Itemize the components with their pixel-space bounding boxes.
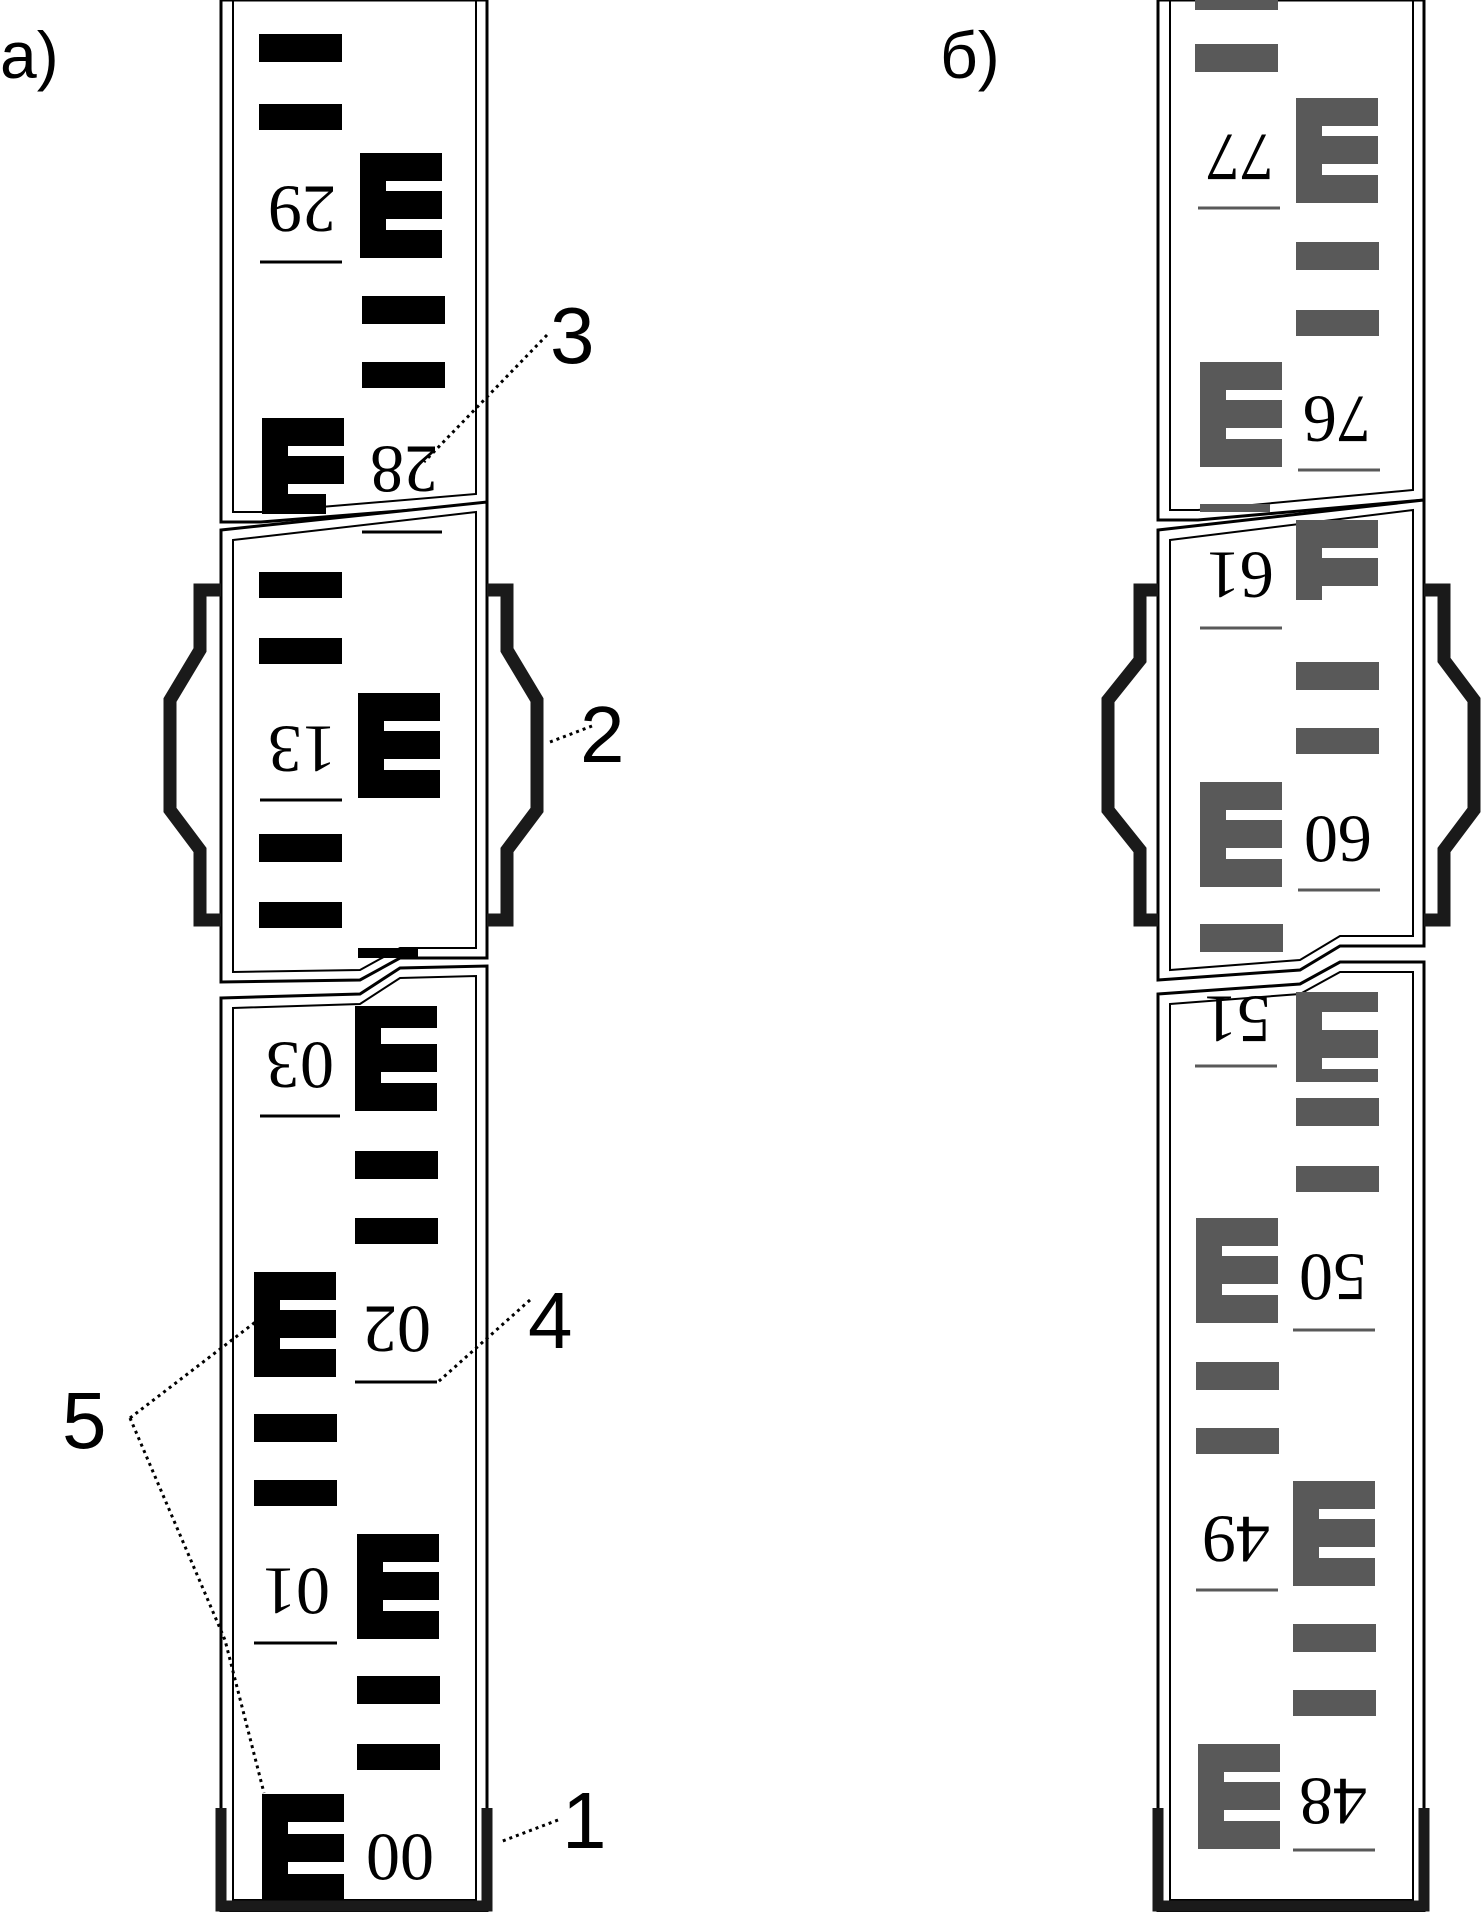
graduation-bar	[259, 638, 342, 664]
staff-number: 49	[1202, 1501, 1270, 1577]
e-mark	[1196, 1218, 1278, 1323]
staff-number: 00	[366, 1819, 434, 1895]
graduation-bar	[362, 296, 445, 324]
graduation-bar	[357, 1744, 440, 1770]
graduation-bar	[254, 1480, 337, 1506]
staff-number: 48	[1299, 1763, 1367, 1839]
callout-4: 4	[528, 1276, 573, 1365]
graduation-bar	[1296, 1166, 1379, 1192]
staff-b-lower-section	[1156, 960, 1426, 1912]
e-mark	[1296, 992, 1378, 1082]
graduation-bar	[355, 1151, 438, 1179]
staff-number: 77	[1206, 119, 1274, 195]
graduation-bar	[1296, 1098, 1379, 1126]
graduation-bar	[355, 1218, 438, 1244]
graduation-bar	[254, 1414, 337, 1442]
staff-number: 02	[363, 1291, 431, 1367]
e-mark	[360, 153, 442, 258]
staff-number: 03	[266, 1027, 334, 1103]
graduation-bar	[1196, 1428, 1279, 1454]
e-mark	[1293, 1481, 1375, 1586]
graduation-bar	[1293, 1690, 1376, 1716]
callout-2: 2	[580, 690, 625, 779]
staff-number: 76	[1303, 381, 1371, 457]
graduation-bar	[259, 34, 342, 62]
staff-b-upper-section	[1156, 0, 1426, 522]
graduation-bar	[1200, 924, 1283, 952]
staff-number: 61	[1206, 537, 1274, 613]
leader-3	[422, 333, 549, 464]
graduation-bar	[259, 834, 342, 862]
staff-number: 29	[268, 171, 336, 247]
graduation-bar	[1200, 504, 1270, 512]
graduation-bar	[1195, 44, 1278, 72]
foot-plate-a	[215, 1808, 493, 1912]
graduation-bar	[358, 948, 418, 958]
e-mark	[1198, 1744, 1280, 1849]
graduation-bar	[1296, 310, 1379, 336]
staff-a-numbers: 29 28 13 03 02 01 00	[262, 171, 438, 1895]
clamp-b	[1101, 583, 1481, 927]
staff-number: 28	[370, 431, 438, 507]
graduation-bar	[1296, 728, 1379, 754]
e-mark	[1200, 782, 1282, 887]
graduation-bar	[1296, 662, 1379, 690]
foot-plate-b	[1152, 1808, 1430, 1912]
staff-a-underlines	[254, 260, 442, 1645]
panel-b: б)	[940, 0, 1481, 1912]
staff-number: 13	[268, 711, 336, 787]
staff-b-underlines	[1195, 206, 1380, 1852]
e-mark	[1296, 520, 1378, 600]
callout-3: 3	[550, 291, 595, 380]
panel-b-label: б)	[940, 18, 1000, 92]
graduation-bar	[259, 572, 342, 598]
leader-1	[499, 1818, 559, 1844]
callout-5: 5	[62, 1376, 107, 1465]
e-mark	[357, 1534, 439, 1639]
graduation-bar	[1195, 0, 1278, 10]
graduation-bar	[259, 104, 342, 130]
callouts: 3 2 4 5 1	[62, 291, 625, 1865]
graduation-bar	[1293, 1624, 1376, 1652]
graduation-bar	[1296, 242, 1379, 270]
staff-number: 51	[1203, 981, 1271, 1057]
leader-2	[549, 724, 593, 744]
e-mark	[1200, 362, 1282, 467]
graduation-bar	[259, 902, 342, 928]
e-mark	[262, 1794, 344, 1900]
staff-a-lower-section	[219, 964, 489, 1912]
e-mark	[355, 1006, 437, 1111]
e-mark	[358, 693, 440, 798]
staff-number: 01	[262, 1553, 330, 1629]
staff-number: 60	[1304, 801, 1372, 877]
graduation-bar	[357, 1676, 440, 1704]
callout-1: 1	[562, 1776, 607, 1865]
staff-b-numbers: 77 76 61 60 51 50 49 48	[1202, 119, 1372, 1839]
panel-a-label: а)	[0, 18, 59, 92]
staff-b-middle-section	[1156, 498, 1426, 982]
e-mark	[1296, 98, 1378, 203]
graduation-bar	[1196, 1362, 1279, 1390]
callout-leaders	[128, 333, 593, 1844]
graduation-bar	[362, 362, 445, 388]
e-mark	[254, 1272, 336, 1377]
staff-number: 50	[1299, 1239, 1367, 1315]
clamp-a	[163, 583, 544, 927]
staff-b-marks	[1195, 0, 1379, 1849]
staff-a-marks	[254, 34, 445, 1900]
leader-5a	[129, 1318, 259, 1420]
panel-a: а)	[0, 0, 625, 1912]
e-mark	[262, 418, 344, 514]
